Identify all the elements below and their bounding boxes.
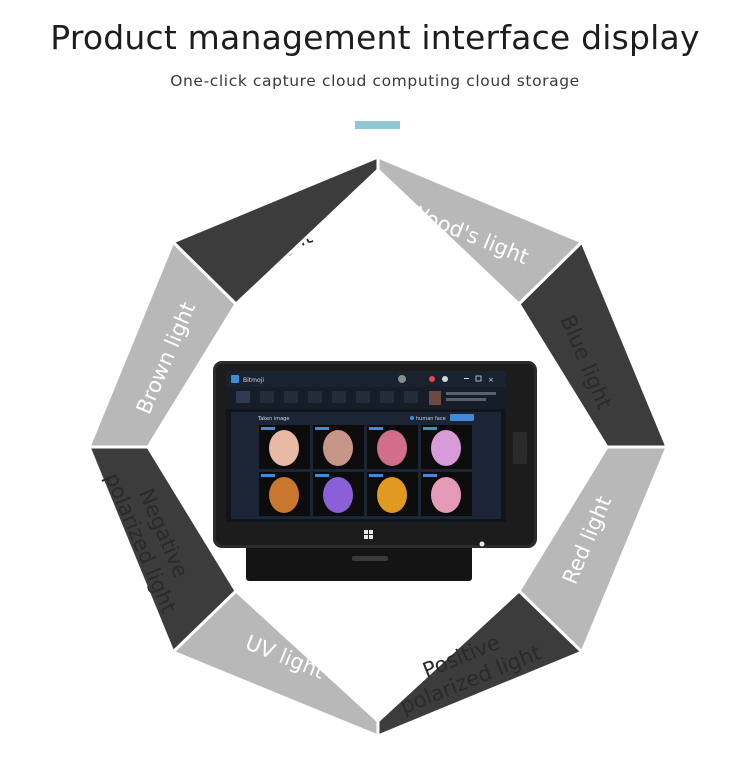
info-line xyxy=(446,392,496,395)
photo-tag xyxy=(423,427,437,430)
mode-radio[interactable] xyxy=(410,416,414,420)
toolbar-tool-icon[interactable] xyxy=(332,391,346,403)
windows-logo-divider xyxy=(364,534,373,535)
mode-label: human face xyxy=(416,416,446,422)
segment-brown-light xyxy=(170,154,380,307)
tablet-side-button xyxy=(513,432,527,464)
minimize-icon[interactable] xyxy=(464,378,469,379)
photo-tag xyxy=(369,427,383,430)
user-avatar-icon[interactable] xyxy=(398,375,406,383)
face-thumbnail-icon xyxy=(429,391,441,405)
photo-tag xyxy=(261,427,275,430)
tablet-stand-slot xyxy=(352,556,388,561)
page-subtitle: One-click capture cloud computing cloud … xyxy=(170,72,580,90)
info-line xyxy=(446,398,486,401)
photo-tag xyxy=(423,474,437,477)
close-icon[interactable]: × xyxy=(488,376,494,384)
page-title: Product management interface display xyxy=(50,18,700,57)
photo-tag xyxy=(261,474,275,477)
screen-titlebar xyxy=(226,371,506,387)
face-photo xyxy=(431,430,461,466)
notification-icon[interactable] xyxy=(429,376,435,382)
capture-button[interactable] xyxy=(450,414,474,421)
camera-icon[interactable] xyxy=(236,391,250,403)
accent-bar xyxy=(355,121,400,129)
face-photo xyxy=(269,477,299,513)
maximize-icon[interactable] xyxy=(475,375,482,382)
toolbar-icons xyxy=(236,391,418,403)
app-logo-icon xyxy=(231,375,239,383)
photo-grid xyxy=(259,425,472,516)
panel-title: Taken image xyxy=(257,416,289,422)
toolbar-tool-icon[interactable] xyxy=(284,391,298,403)
face-photo xyxy=(323,430,353,466)
face-photo xyxy=(323,477,353,513)
photo-tag xyxy=(369,474,383,477)
tablet-stand xyxy=(246,543,472,581)
toolbar-tool-icon[interactable] xyxy=(404,391,418,403)
toolbar-tool-icon[interactable] xyxy=(308,391,322,403)
home-icon[interactable] xyxy=(442,376,448,382)
face-photo xyxy=(431,477,461,513)
photo-tag xyxy=(315,427,329,430)
toolbar-tool-icon[interactable] xyxy=(356,391,370,403)
photo-tag xyxy=(315,474,329,477)
toolbar-tool-icon[interactable] xyxy=(260,391,274,403)
power-led xyxy=(479,541,485,547)
face-photo xyxy=(377,477,407,513)
toolbar-tool-icon[interactable] xyxy=(380,391,394,403)
app-name: Bitmoji xyxy=(243,377,264,384)
tablet-device: Bitmoji × Taken image human face xyxy=(213,361,537,581)
face-photo xyxy=(269,430,299,466)
face-photo xyxy=(377,430,407,466)
